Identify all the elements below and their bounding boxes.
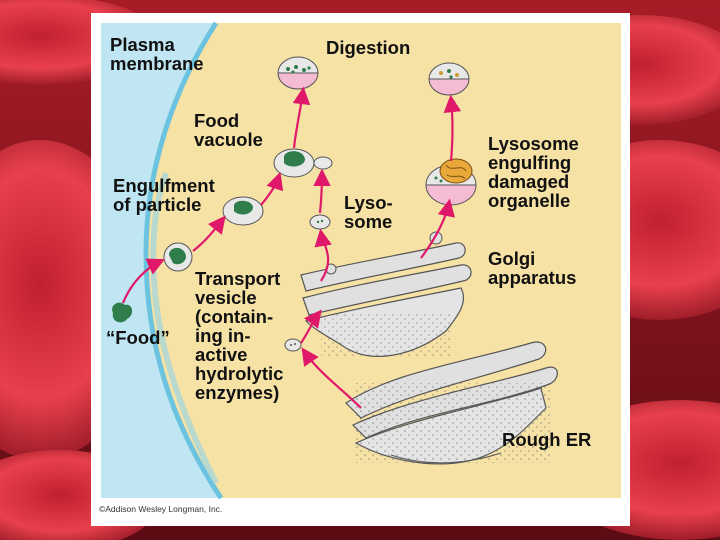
transport-vesicle bbox=[284, 338, 302, 352]
label-transport-vesicle: Transport vesicle (contain- ing in- acti… bbox=[195, 268, 284, 403]
food-vacuole bbox=[273, 148, 333, 178]
cell-diagram bbox=[101, 21, 621, 500]
label-lysosome-engulfing: Lysosome engulfing damaged organelle bbox=[488, 133, 579, 211]
engulfment-vesicle bbox=[163, 242, 193, 272]
label-lysosome: Lyso- some bbox=[344, 192, 393, 232]
label-engulfment: Engulfment of particle bbox=[113, 175, 215, 215]
label-rough-er: Rough ER bbox=[502, 429, 592, 450]
food-vacuole-small bbox=[222, 196, 264, 226]
label-digestion: Digestion bbox=[326, 37, 411, 58]
lysosome-engulfing-organelle bbox=[425, 158, 477, 206]
diagram-panel: Plasma membrane Digestion Food vacuole E… bbox=[91, 13, 630, 526]
digestion-vesicle-right bbox=[428, 62, 470, 96]
digestion-vesicle-left bbox=[277, 56, 319, 90]
pathway-arrows bbox=[121, 86, 462, 409]
copyright-credit: ©Addison Wesley Longman, Inc. bbox=[99, 504, 223, 514]
label-food-vacuole: Food vacuole bbox=[194, 110, 263, 150]
label-golgi-apparatus: Golgi apparatus bbox=[488, 248, 577, 288]
plasma-membrane bbox=[143, 21, 224, 500]
rough-er bbox=[345, 341, 558, 465]
label-plasma-membrane: Plasma membrane bbox=[110, 34, 204, 74]
label-food: “Food” bbox=[106, 327, 170, 348]
extracellular-space bbox=[101, 23, 221, 498]
food-particle bbox=[112, 302, 133, 323]
lysosome bbox=[309, 214, 331, 230]
